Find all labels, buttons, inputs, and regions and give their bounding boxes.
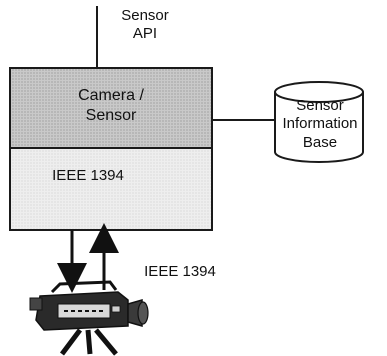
upper-block-label-line2: Sensor bbox=[86, 107, 137, 124]
link-label: IEEE 1394 bbox=[144, 263, 216, 280]
lower-block-label: IEEE 1394 bbox=[52, 167, 124, 184]
camcorder-icon bbox=[29, 280, 149, 356]
database-label-line3: Base bbox=[303, 134, 337, 151]
database-label-line2: Information bbox=[282, 115, 357, 132]
ieee1394-block bbox=[9, 147, 213, 231]
api-label-line2: API bbox=[133, 25, 157, 42]
upper-block-label-line1: Camera / bbox=[78, 87, 144, 104]
api-label-line1: Sensor bbox=[121, 7, 169, 24]
database-label-line1: Sensor bbox=[296, 97, 344, 114]
sensor-information-base-cylinder bbox=[274, 81, 364, 163]
